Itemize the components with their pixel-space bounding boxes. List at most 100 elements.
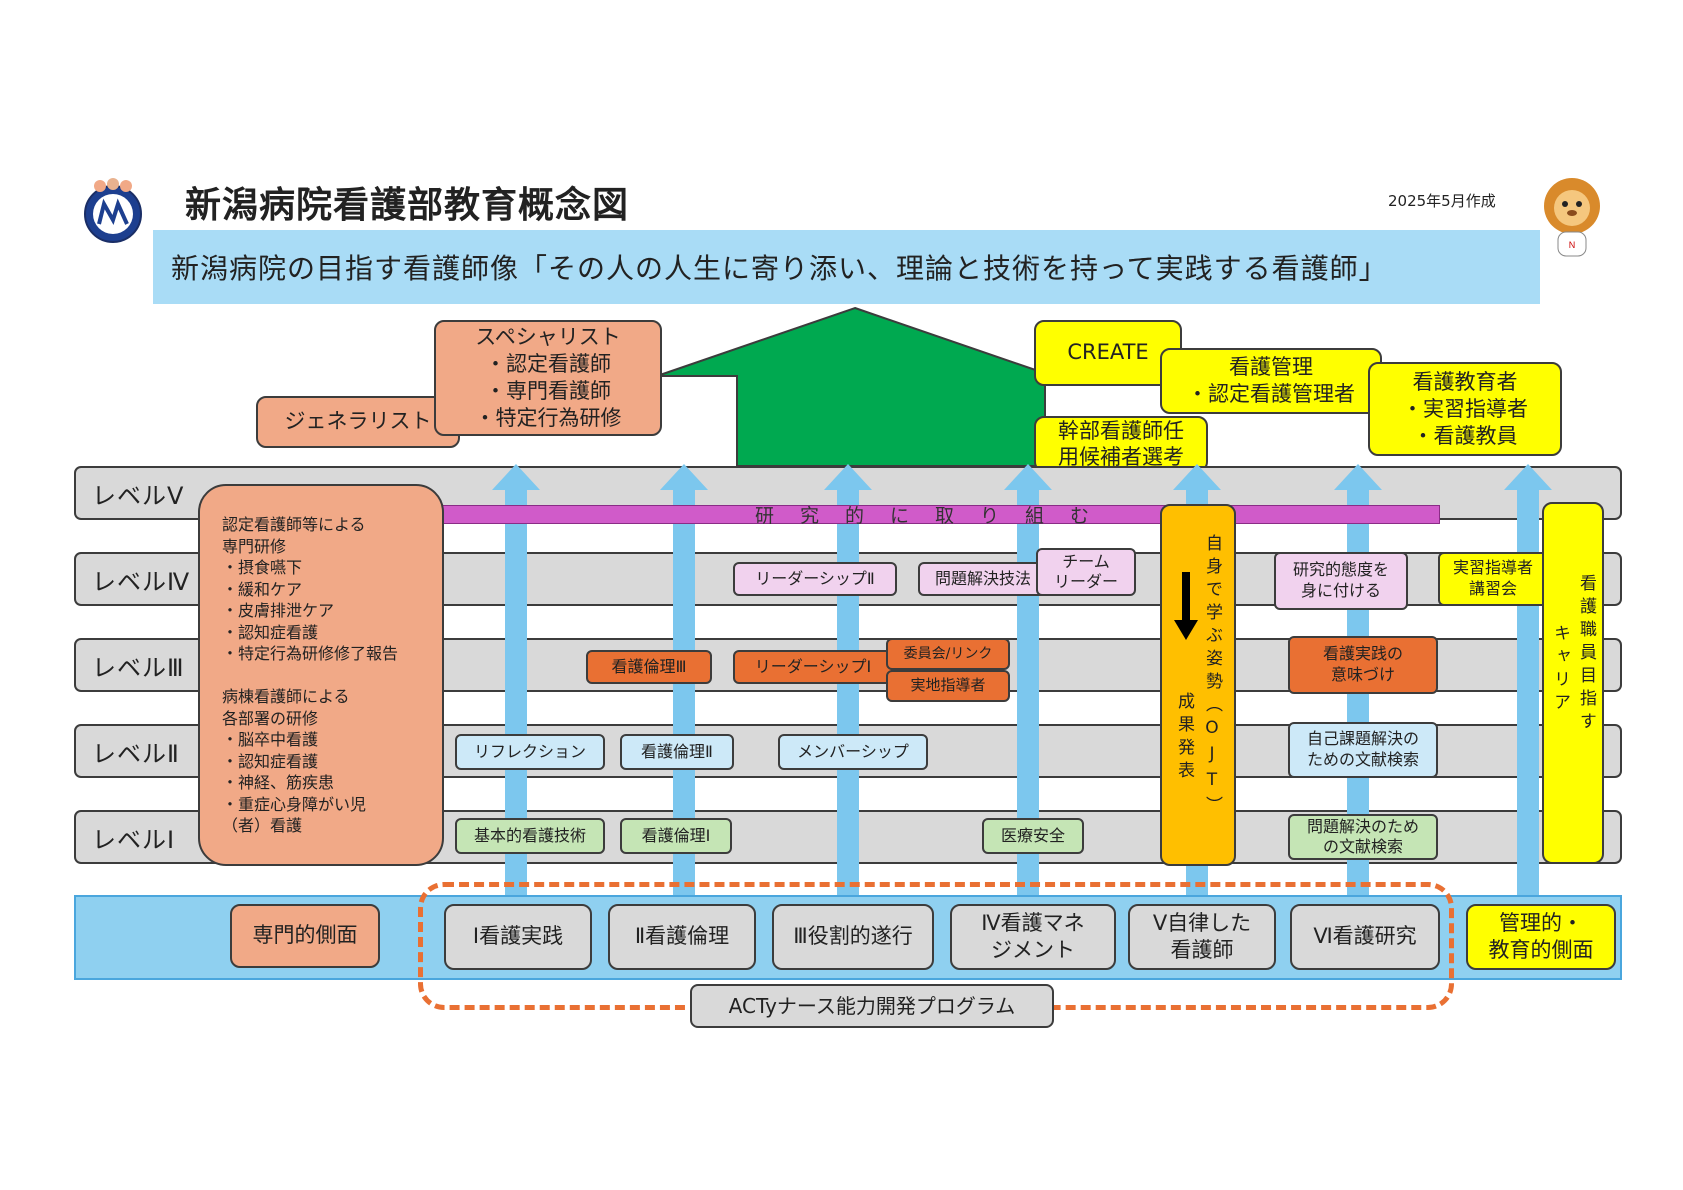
up-arrow-icon — [1004, 464, 1052, 490]
self-literature-line: 自己課題解決の — [1306, 729, 1419, 749]
aspect-item-3: Ⅲ役割的遂行 — [772, 904, 934, 970]
up-arrow-icon — [1334, 464, 1382, 490]
svg-text:N: N — [1569, 240, 1576, 250]
committee-box: 委員会/リンク — [886, 638, 1010, 670]
meaning-line: 看護実践の — [1322, 644, 1403, 664]
arrow-shaft — [1517, 488, 1539, 898]
self-literature-box: 自己課題解決の ための文献検索 — [1288, 722, 1438, 778]
ojt-column: 自身で学ぶ姿勢（OJT） 成果発表 — [1160, 504, 1236, 866]
training-line: ・摂食嚥下 — [222, 558, 303, 577]
aspect-item-1: Ⅰ看護実践 — [444, 904, 592, 970]
training-line: ・重症心身障がい児 — [222, 794, 367, 814]
educator-line: ・実習指導者 — [1402, 396, 1528, 421]
management-line: 看護管理 — [1229, 354, 1313, 379]
career-right-text: 看護職員目指す — [1576, 574, 1596, 735]
research-attitude-line: 研究的態度を — [1292, 560, 1389, 580]
up-arrow-icon — [492, 464, 540, 490]
training-line: ・認知症看護 — [222, 751, 319, 771]
ethics-1-box: 看護倫理Ⅰ — [620, 818, 732, 854]
aspect-item-line: Ⅱ看護倫理 — [634, 924, 730, 949]
basic-skill-box: 基本的看護技術 — [455, 818, 605, 854]
problem-solving-box: 問題解決技法 — [918, 562, 1048, 596]
aspect-item-line: Ⅴ自律した — [1152, 910, 1252, 935]
career-left-text: キャリア — [1550, 624, 1570, 716]
up-arrow-icon — [1173, 464, 1221, 490]
level-label: レベルⅤ — [92, 481, 185, 510]
aspect-item-5: Ⅴ自律した看護師 — [1128, 904, 1276, 970]
training-line: 専門研修 — [222, 536, 287, 556]
aspect-item-line: Ⅳ看護マネ — [981, 910, 1085, 935]
level-label: レベルⅡ — [92, 739, 180, 768]
executive-line: 幹部看護師任 — [1058, 419, 1184, 443]
ethics-2-box: 看護倫理Ⅱ — [620, 734, 734, 770]
management-aspect-line: 教育的側面 — [1488, 938, 1594, 962]
educator-line: 看護教育者 — [1412, 369, 1518, 394]
nursing-educator-box: 看護教育者 ・実習指導者 ・看護教員 — [1368, 362, 1562, 456]
aspect-item-6: Ⅵ看護研究 — [1290, 904, 1440, 970]
team-leader-line: チーム — [1062, 552, 1110, 571]
arrow-shaft — [673, 488, 695, 898]
research-bar: 研究的に取り組む — [430, 505, 1440, 527]
career-column: 看護職員目指す キャリア — [1542, 502, 1604, 864]
specialist-line: ・認定看護師 — [485, 352, 611, 376]
aspect-item-line: 看護師 — [1170, 938, 1234, 962]
training-line — [222, 665, 442, 687]
research-attitude-box: 研究的態度を 身に付ける — [1274, 552, 1408, 610]
specialist-training-column: 認定看護師等による専門研修・摂食嚥下・緩和ケア・皮膚排泄ケア・認知症看護・特定行… — [198, 484, 444, 866]
problem-literature-line: 問題解決のため — [1306, 817, 1419, 836]
training-line: （者）看護 — [222, 816, 303, 835]
problem-literature-box: 問題解決のため の文献検索 — [1288, 814, 1438, 860]
specialist-line: ・特定行為研修 — [474, 406, 622, 430]
leadership-2-box: リーダーシップⅡ — [733, 562, 897, 596]
specialist-box: スペシャリスト ・認定看護師 ・専門看護師 ・特定行為研修 — [434, 320, 662, 436]
training-line: ・緩和ケア — [222, 579, 303, 599]
aspect-item-2: Ⅱ看護倫理 — [608, 904, 756, 970]
meaning-line: 意味づけ — [1330, 665, 1395, 684]
ojt-right-text: 自身で学ぶ姿勢（OJT） — [1202, 534, 1222, 819]
hospital-logo — [82, 176, 144, 244]
training-line: ・脳卒中看護 — [222, 730, 319, 749]
management-aspect-line: 管理的・ — [1499, 910, 1583, 935]
growth-arrow — [656, 306, 1054, 467]
level-label: レベルⅠ — [92, 825, 176, 854]
vision-banner: 新潟病院の目指す看護師像「その人の人生に寄り添い、理論と技術を持って実践する看護… — [153, 230, 1540, 304]
aspect-item-line: Ⅰ看護実践 — [472, 924, 564, 949]
specialist-line: スペシャリスト — [475, 325, 621, 349]
nursing-management-box: 看護管理 ・認定看護管理者 — [1160, 348, 1382, 414]
medical-safety-box: 医療安全 — [982, 818, 1084, 854]
reflection-box: リフレクション — [455, 734, 605, 770]
leadership-1-box: リーダーシップⅠ — [733, 650, 893, 684]
ethics-3-box: 看護倫理Ⅲ — [586, 650, 712, 684]
create-box: CREATE — [1034, 320, 1182, 386]
specialty-aspect-box: 専門的側面 — [230, 904, 380, 968]
practicum-instructor-box: 実習指導者 講習会 — [1438, 552, 1548, 606]
down-arrow-icon — [1174, 620, 1198, 640]
practicum-line: 講習会 — [1468, 579, 1517, 598]
practice-meaning-box: 看護実践の 意味づけ — [1288, 636, 1438, 694]
up-arrow-icon — [660, 464, 708, 490]
arrow-shaft — [505, 488, 527, 898]
training-line: ・特定行為研修修了報告 — [222, 644, 399, 663]
membership-box: メンバーシップ — [778, 734, 928, 770]
arrow-shaft — [837, 488, 859, 898]
management-line: ・認定看護管理者 — [1187, 382, 1355, 406]
clinical-instructor-box: 実地指導者 — [886, 670, 1010, 702]
level-label: レベルⅢ — [92, 653, 185, 682]
up-arrow-icon — [1504, 464, 1552, 490]
acty-program-label: ACTyナース能力開発プログラム — [690, 984, 1054, 1028]
training-line: ・神経、筋疾患 — [222, 773, 335, 792]
research-attitude-line: 身に付ける — [1300, 581, 1381, 600]
training-line: 病棟看護師による — [222, 687, 350, 706]
lion-mascot: N — [1540, 176, 1604, 260]
down-arrow-shaft — [1182, 572, 1190, 624]
specialist-training-list: 認定看護師等による専門研修・摂食嚥下・緩和ケア・皮膚排泄ケア・認知症看護・特定行… — [222, 514, 442, 837]
created-date: 2025年5月作成 — [1388, 192, 1496, 210]
team-leader-box: チーム リーダー — [1036, 548, 1136, 596]
educator-line: ・看護教員 — [1412, 423, 1518, 448]
aspect-item-line: Ⅵ看護研究 — [1313, 924, 1417, 949]
specialist-line: ・専門看護師 — [485, 379, 611, 403]
up-arrow-icon — [824, 464, 872, 490]
training-line: ・皮膚排泄ケア — [222, 601, 335, 620]
training-line: 各部署の研修 — [222, 708, 319, 728]
aspect-item-line: Ⅲ役割的遂行 — [793, 924, 913, 949]
